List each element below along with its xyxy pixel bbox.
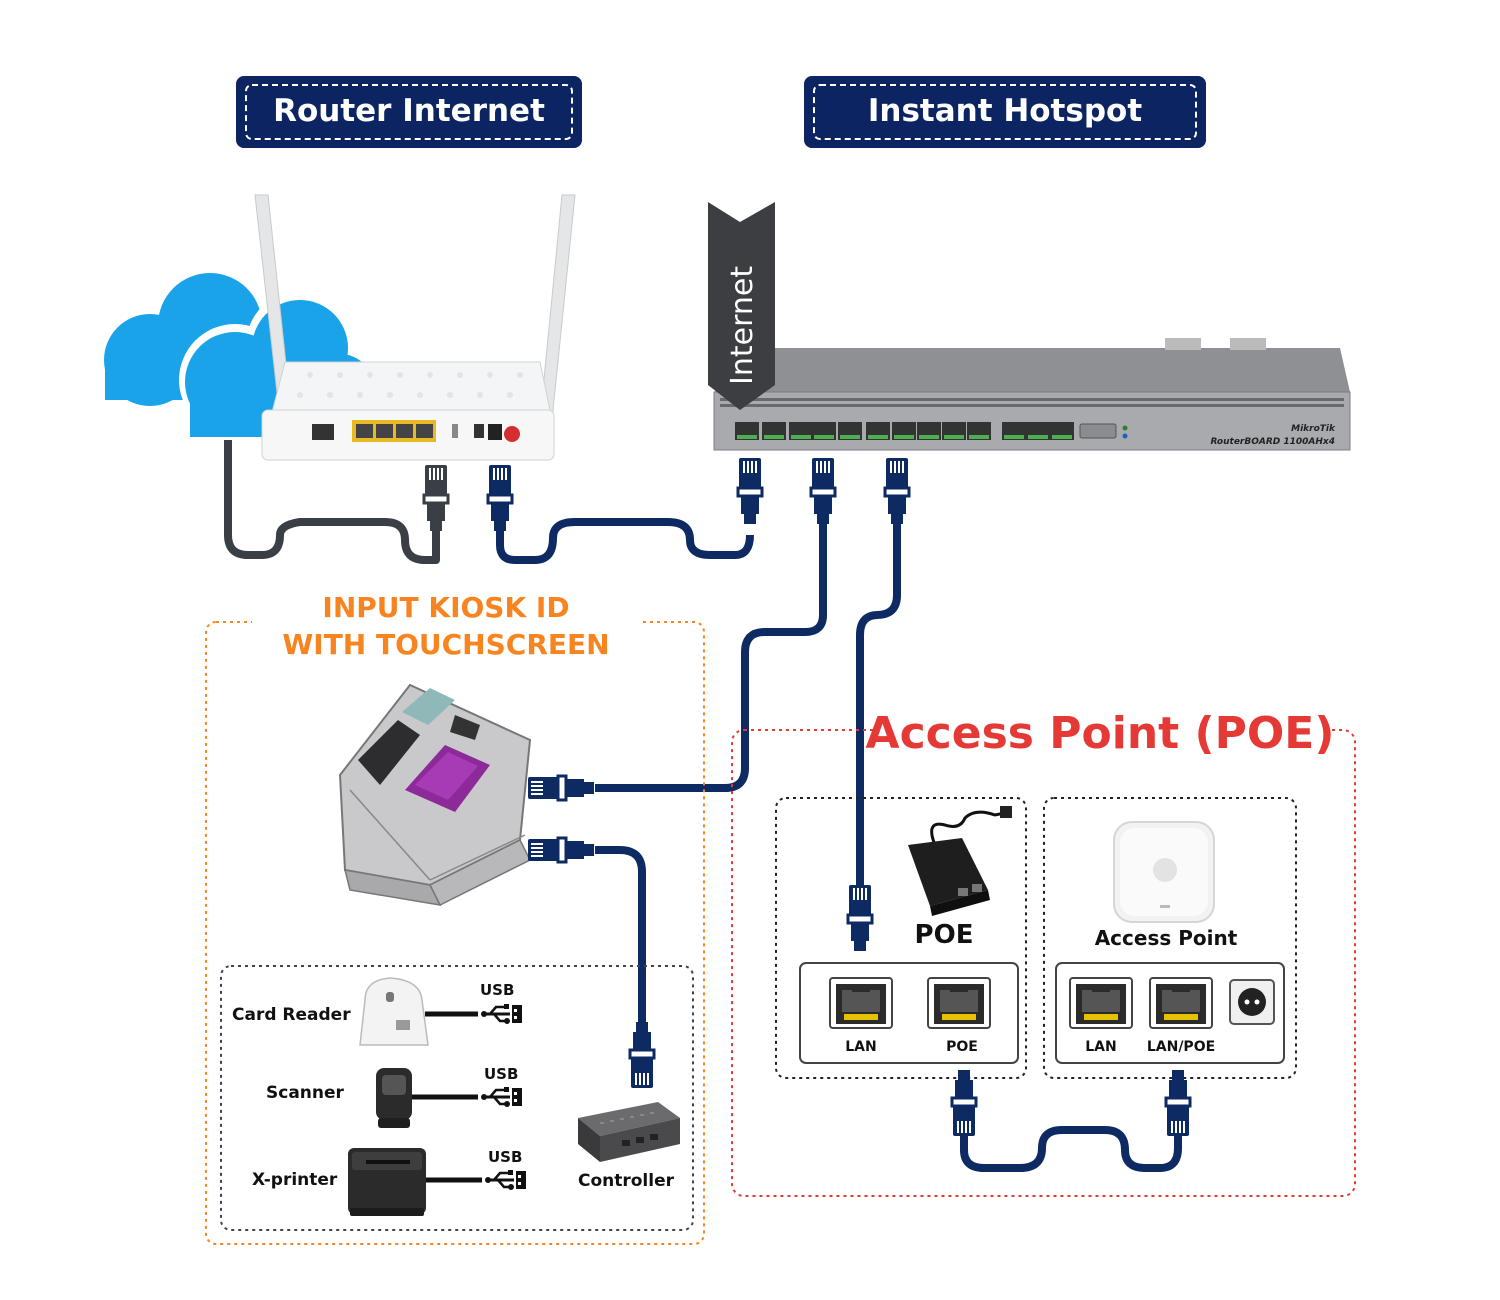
scanner-icon [376,1068,412,1128]
router-internet-header: Router Internet [236,76,582,148]
poe-label: POE [915,920,974,950]
internet-label: Internet [725,266,760,385]
usb-icon [479,1085,524,1109]
eth1-connector [736,456,764,526]
card-reader-usb-label: USB [480,981,514,999]
ap-lanpoe-port-label: LAN/POE [1147,1039,1215,1055]
instant-hotspot-header: Instant Hotspot [804,76,1206,148]
poe-injector-icon [908,806,1012,916]
access-point-section: Access Point (POE) [731,700,1356,1197]
kiosk-title-line1: INPUT KIOSK ID [322,591,569,624]
kiosk-rj45-top [526,774,596,802]
ap-in-connector [1164,1068,1192,1138]
xprinter-usb-label: USB [488,1148,522,1166]
ap-box: Access Point LAN LAN/POE [1043,797,1297,1079]
access-point-label: Access Point [1095,926,1238,950]
routerboard-brand: MikroTik [1291,424,1336,434]
poe-lan-connector [846,883,874,953]
controller-rj45 [628,1020,656,1090]
cable-router-to-routerboard [496,518,754,564]
poe-poe-port-label: POE [946,1039,978,1055]
card-reader-row: Card Reader USB [232,977,524,1046]
routerboard-model: RouterBOARD 1100AHx4 [1210,437,1335,447]
router-lan-connector [486,463,514,533]
access-point-section-title: Access Point (POE) [866,708,1335,759]
cable-poe-to-ap [960,1126,1182,1172]
xprinter-row: X-printer USB [252,1148,528,1216]
usb-icon [483,1168,528,1192]
printer-icon [348,1148,426,1216]
ap-lan-port [1069,977,1133,1029]
xprinter-label: X-printer [252,1170,338,1190]
cable-cloud-to-router [224,440,440,564]
controller-device: Controller [578,1102,680,1191]
power-socket-icon [1238,988,1266,1016]
scanner-usb-label: USB [484,1065,518,1083]
scanner-row: Scanner USB [266,1065,524,1128]
poe-out-connector [950,1068,978,1138]
access-point-icon [1113,821,1215,923]
controller-label: Controller [578,1171,675,1191]
gray-rj45-connector [422,463,450,533]
kiosk-title-line2: WITH TOUCHSCREEN [282,628,609,661]
cable-routerboard-to-poe [856,522,901,885]
eth4-connector [809,456,837,526]
router-internet-title: Router Internet [273,93,545,129]
cable-kiosk-to-controller [595,846,646,1022]
routerboard-ports [735,422,1128,440]
poe-lan-port-label: LAN [845,1039,876,1055]
internet-tag: Internet [708,202,775,410]
kiosk-rj45-bottom [526,836,596,864]
kiosk-device [338,683,532,907]
poe-box: POE LAN POE [775,797,1027,1079]
cable-routerboard-to-kiosk [595,522,827,792]
poe-poe-port [927,977,991,1029]
usb-icon [479,1002,524,1026]
card-reader-icon [359,977,429,1046]
poe-lan-port [829,977,893,1029]
card-reader-label: Card Reader [232,1005,351,1025]
instant-hotspot-title: Instant Hotspot [868,93,1142,129]
ap-lan-port-label: LAN [1085,1039,1116,1055]
peripherals-box [220,965,694,1231]
ap-lanpoe-port [1149,977,1213,1029]
kiosk-section: INPUT KIOSK ID WITH TOUCHSCREEN [205,590,705,1245]
eth6-connector [883,456,911,526]
routerboard-device: MikroTik RouterBOARD 1100AHx4 [713,338,1351,451]
router-device [254,194,576,461]
scanner-label: Scanner [266,1083,345,1103]
